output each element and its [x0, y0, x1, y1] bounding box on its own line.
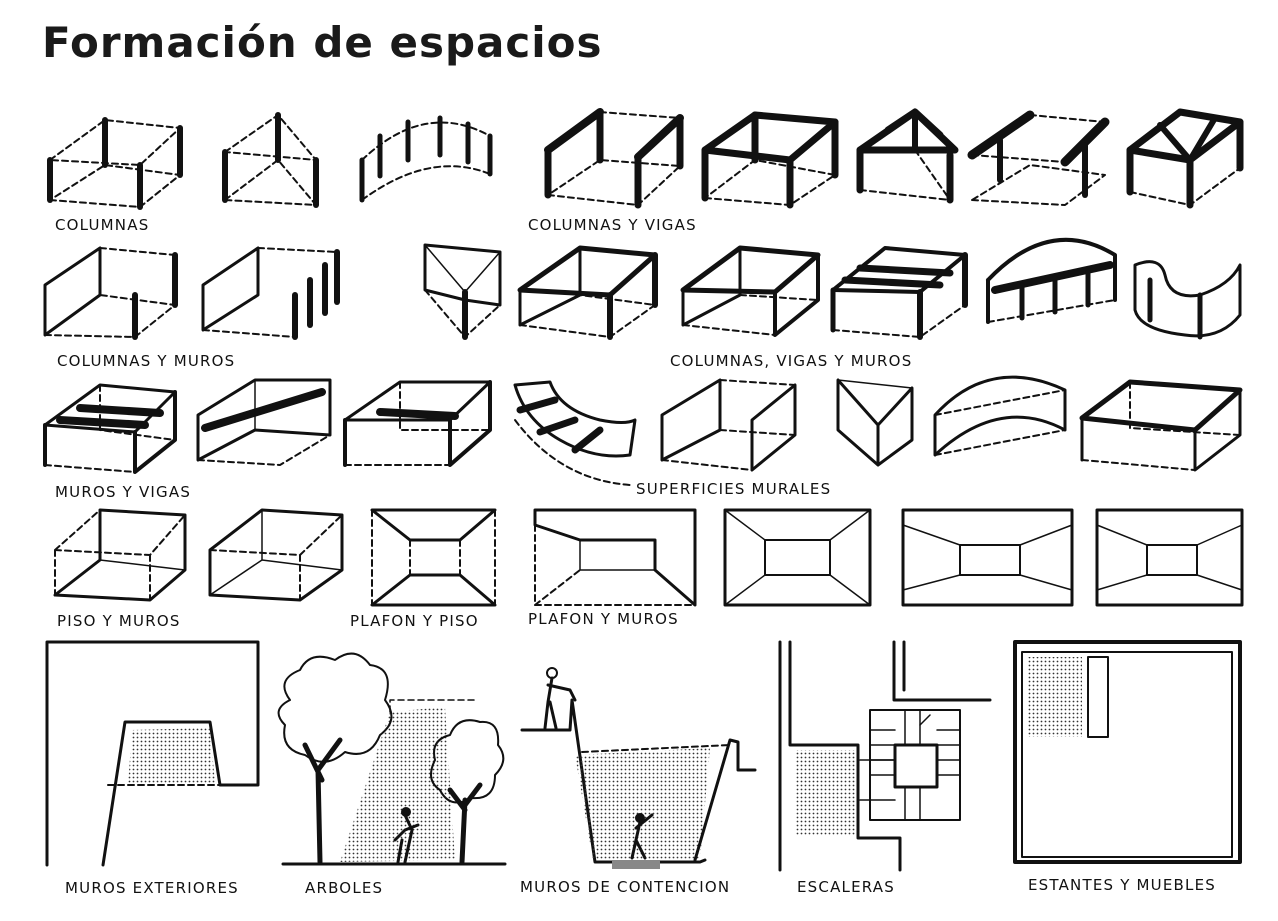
- sketch-plafon-muros-3: [901, 508, 1074, 607]
- sketch-columnas-vigas-4: [967, 110, 1110, 206]
- label-plafon-y-piso: PLAFON Y PISO: [350, 612, 479, 630]
- sketch-plafon-muros-1: [533, 508, 697, 607]
- sketch-columnas-muros-2: [201, 246, 340, 340]
- sketch-piso-muros-1: [53, 508, 187, 602]
- sketch-piso-muros-2: [208, 508, 344, 602]
- page-title: Formación de espacios: [42, 18, 603, 67]
- label-columnas-vigas-y-muros: COLUMNAS, VIGAS Y MUROS: [670, 352, 913, 370]
- sketch-columnas-vigas-3: [856, 108, 959, 204]
- sketch-columnas-2: [222, 112, 319, 208]
- sketch-columnas-vigas-5: [1126, 108, 1244, 209]
- sketch-cvm-2: [517, 245, 658, 340]
- sketch-estantes-muebles: [1013, 640, 1242, 864]
- sketch-superficies-3: [836, 378, 914, 467]
- sketch-muros-exteriores: [45, 640, 260, 867]
- sketch-cvm-6: [1133, 260, 1242, 340]
- sketch-escaleras: [778, 640, 992, 872]
- sketch-plafon-piso: [370, 508, 497, 607]
- label-superficies-murales: SUPERFICIES MURALES: [636, 480, 832, 498]
- label-columnas-y-muros: COLUMNAS Y MUROS: [57, 352, 236, 370]
- sketch-columnas-3: [359, 115, 493, 203]
- label-columnas-y-vigas: COLUMNAS Y VIGAS: [528, 216, 697, 234]
- label-muros-y-vigas: MUROS Y VIGAS: [55, 483, 192, 501]
- sketch-cvm-1: [423, 243, 502, 340]
- label-arboles: ARBOLES: [305, 879, 384, 897]
- sketch-superficies-2: [660, 378, 797, 472]
- sketch-plafon-muros-4: [1095, 508, 1244, 607]
- sketch-arboles: [277, 652, 507, 866]
- sketch-superficies-1: [513, 380, 637, 486]
- sketch-muros-contencion: [520, 667, 757, 869]
- label-muros-exteriores: MUROS EXTERIORES: [65, 879, 239, 897]
- label-piso-y-muros: PISO Y MUROS: [57, 612, 181, 630]
- sketch-cvm-3: [680, 245, 821, 337]
- sketch-superficies-5: [1079, 379, 1243, 472]
- sketch-columnas-vigas-1: [544, 108, 684, 209]
- sketch-columnas-1: [47, 117, 183, 210]
- sketch-muros-vigas-3: [343, 380, 492, 467]
- sketch-plafon-muros-2: [723, 508, 872, 607]
- label-escaleras: ESCALERAS: [797, 878, 895, 896]
- sketch-superficies-4: [933, 375, 1067, 457]
- sketch-cvm-5: [986, 237, 1117, 324]
- sketch-columnas-muros-1: [43, 246, 178, 340]
- label-estantes-y-muebles: ESTANTES Y MUEBLES: [1028, 876, 1216, 894]
- label-muros-de-contencion: MUROS DE CONTENCION: [520, 878, 731, 896]
- label-columnas: COLUMNAS: [55, 216, 150, 234]
- label-plafon-y-muros: PLAFON Y MUROS: [528, 610, 679, 628]
- sketch-muros-vigas-2: [196, 378, 332, 466]
- sketch-muros-vigas-1: [43, 383, 177, 474]
- sketch-columnas-vigas-2: [701, 111, 839, 209]
- sketch-cvm-4: [830, 246, 968, 340]
